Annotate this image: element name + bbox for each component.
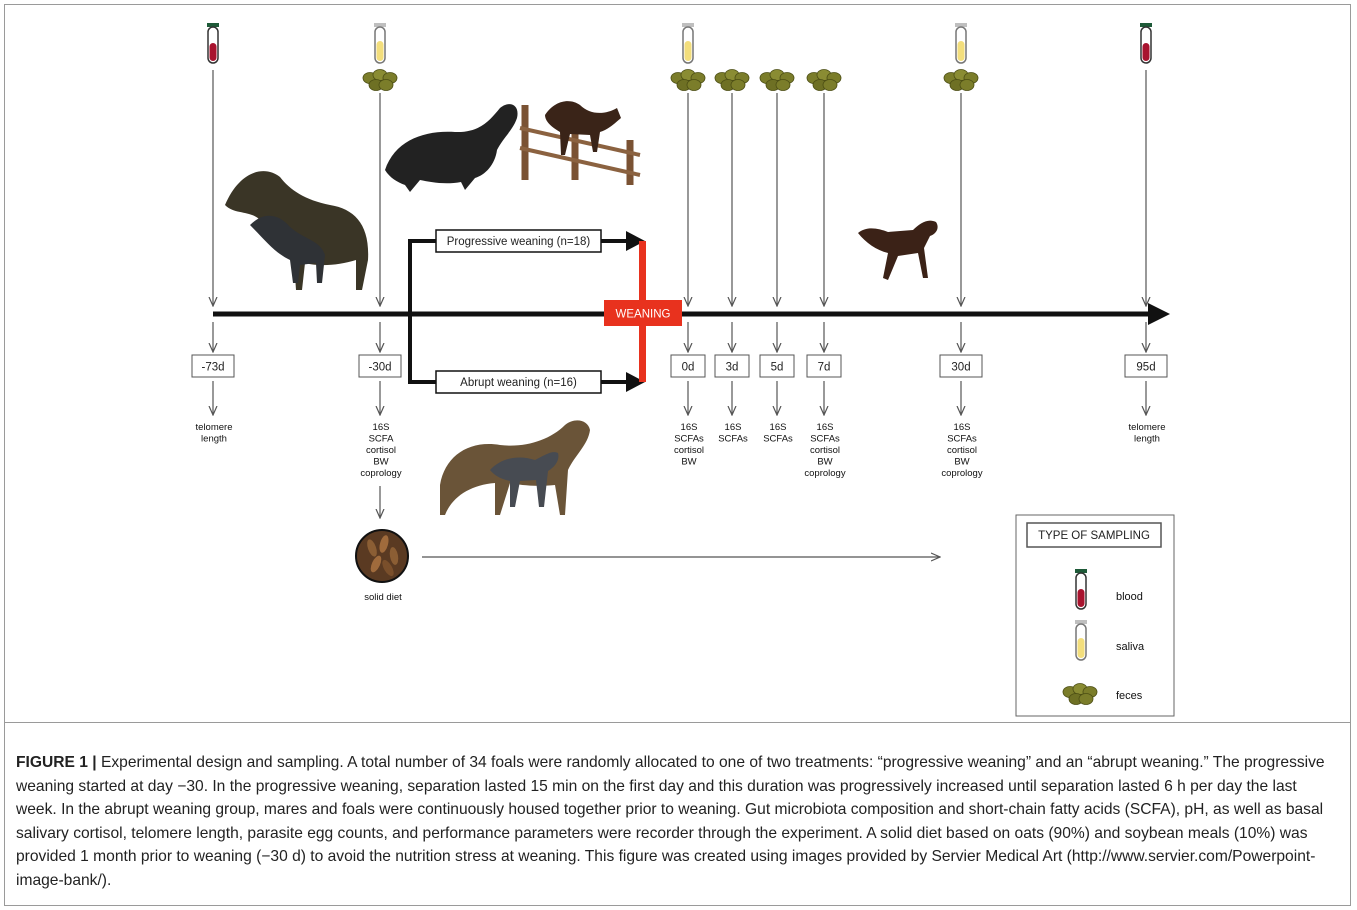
feces-icon — [806, 69, 842, 91]
measure-label: coprology — [360, 468, 401, 479]
feces-icon — [362, 69, 398, 91]
saliva-tube-icon — [681, 22, 695, 64]
day-label: 30d — [951, 362, 970, 374]
feces-icon — [943, 69, 979, 91]
measure-label: 16S — [770, 422, 787, 433]
timepoints: -73dtelomerelength-30d16SSCFAcortisolBWc… — [191, 22, 1168, 479]
day-box — [1124, 354, 1168, 378]
blood-tube-icon — [1139, 22, 1153, 64]
day-box — [806, 354, 842, 378]
day-box — [358, 354, 402, 378]
weaning-label: WEANING — [616, 309, 671, 321]
measure-label: length — [201, 434, 227, 445]
day-box — [939, 354, 983, 378]
feces-icon — [714, 69, 750, 91]
mare-and-foal-illustration-1 — [225, 171, 369, 290]
measure-label: telomere — [196, 422, 233, 433]
figure-frame — [4, 4, 1351, 906]
blood-tube-icon — [206, 22, 220, 64]
blood-tube-icon — [1074, 568, 1088, 610]
day-box — [759, 354, 795, 378]
measure-label: cortisol — [947, 445, 977, 456]
saliva-tube-icon — [954, 22, 968, 64]
measure-label: SCFAs — [763, 434, 793, 445]
day-label: -30d — [368, 362, 391, 374]
measure-label: 16S — [681, 422, 698, 433]
abrupt-weaning-label: Abrupt weaning (n=16) — [460, 377, 577, 389]
legend-blood-label: blood — [1116, 591, 1143, 603]
day-box — [714, 354, 750, 378]
mare-and-foal-illustration-2 — [440, 420, 590, 515]
abrupt-arrowhead — [626, 372, 645, 392]
day-label: -73d — [201, 362, 224, 374]
day-box — [191, 354, 235, 378]
running-foal-illustration — [858, 220, 938, 280]
feces-icon — [670, 69, 706, 91]
measure-label: SCFAs — [718, 434, 748, 445]
diagram-caption-separator — [5, 722, 1350, 723]
legend-feces-label: feces — [1116, 690, 1143, 702]
legend-title: TYPE OF SAMPLING — [1038, 530, 1150, 542]
saliva-tube-icon — [1074, 619, 1088, 661]
measure-label: 16S — [817, 422, 834, 433]
day-label: 95d — [1136, 362, 1155, 374]
figure-caption: FIGURE 1 | Experimental design and sampl… — [16, 751, 1336, 892]
progressive-weaning-label: Progressive weaning (n=18) — [447, 236, 591, 248]
saliva-tube-icon — [373, 22, 387, 64]
sampling-legend: TYPE OF SAMPLING blood saliva feces — [1015, 514, 1175, 717]
weaning-box — [604, 300, 682, 326]
measure-label: BW — [954, 457, 969, 468]
horse-and-fence-illustration — [385, 101, 641, 192]
measure-label: BW — [373, 457, 388, 468]
measure-label: SCFAs — [810, 434, 840, 445]
measure-label: cortisol — [366, 445, 396, 456]
day-label: 7d — [818, 362, 831, 374]
measure-label: SCFAs — [947, 434, 977, 445]
measure-label: BW — [681, 457, 696, 468]
measure-label: SCFAs — [674, 434, 704, 445]
day-box — [670, 354, 706, 378]
abrupt-weaning-box — [435, 370, 602, 394]
measure-label: 16S — [373, 422, 390, 433]
caption-text: Experimental design and sampling. A tota… — [16, 754, 1325, 889]
measure-label: cortisol — [674, 445, 704, 456]
solid-diet-label: solid diet — [364, 592, 402, 603]
day-label: 5d — [771, 362, 784, 374]
day-label: 3d — [726, 362, 739, 374]
measure-label: coprology — [941, 468, 982, 479]
timeline-arrowhead — [1148, 303, 1170, 325]
experimental-design-diagram: Progressive weaning (n=18) Abrupt weanin… — [191, 22, 1175, 717]
feces-icon — [759, 69, 795, 91]
solid-diet-icon — [355, 529, 409, 583]
measure-label: telomere — [1129, 422, 1166, 433]
progressive-arrowhead — [626, 231, 645, 251]
measure-label: 16S — [725, 422, 742, 433]
measure-label: cortisol — [810, 445, 840, 456]
progressive-weaning-box — [435, 229, 602, 253]
day-label: 0d — [682, 362, 695, 374]
legend-saliva-label: saliva — [1116, 641, 1145, 653]
caption-lead: FIGURE 1 | — [16, 754, 97, 771]
measure-label: SCFA — [369, 434, 394, 445]
measure-label: BW — [817, 457, 832, 468]
measure-label: 16S — [954, 422, 971, 433]
measure-label: coprology — [804, 468, 845, 479]
measure-label: length — [1134, 434, 1160, 445]
